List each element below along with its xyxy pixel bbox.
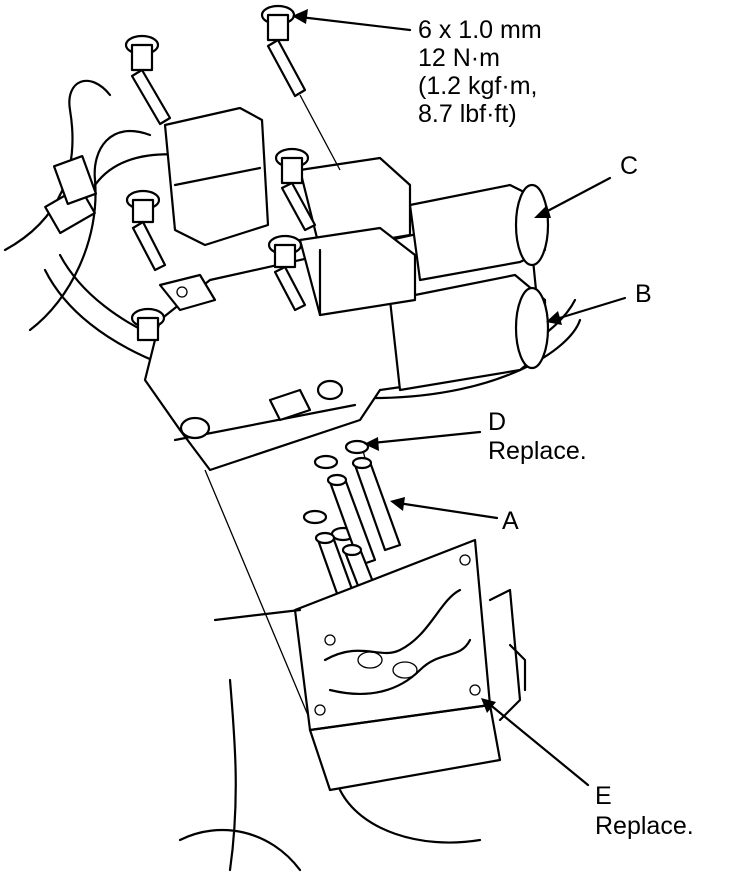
torque-spec-label: 6 x 1.0 mm 12 N·m (1.2 kgf·m, 8.7 lbf·ft… [418,16,542,128]
bolt [274,147,317,232]
solenoid-body [143,183,550,472]
mounting-bolts [124,4,317,342]
callout-d-note: Replace. [488,437,587,465]
callout-d: D [488,408,507,436]
callout-b: B [635,280,652,308]
gasket-plate-e [293,538,492,732]
bolt [130,307,166,342]
bolt [124,34,172,126]
torque-nm-text: 12 N·m [418,44,500,72]
callout-a: A [502,507,519,535]
bolt [125,189,167,272]
connectors [158,106,417,317]
bolt [267,234,307,312]
bolt-size-text: 6 x 1.0 mm [418,16,542,44]
callout-c: C [620,152,639,180]
transmission-case [178,588,527,872]
callout-e-note: Replace. [595,812,694,840]
leader-lines [292,9,627,787]
callout-e: E [595,782,612,810]
bolt [260,4,307,98]
torque-kgf-text: (1.2 kgf·m, [418,72,538,100]
torque-lbf-text: 8.7 lbf·ft) [418,100,517,128]
